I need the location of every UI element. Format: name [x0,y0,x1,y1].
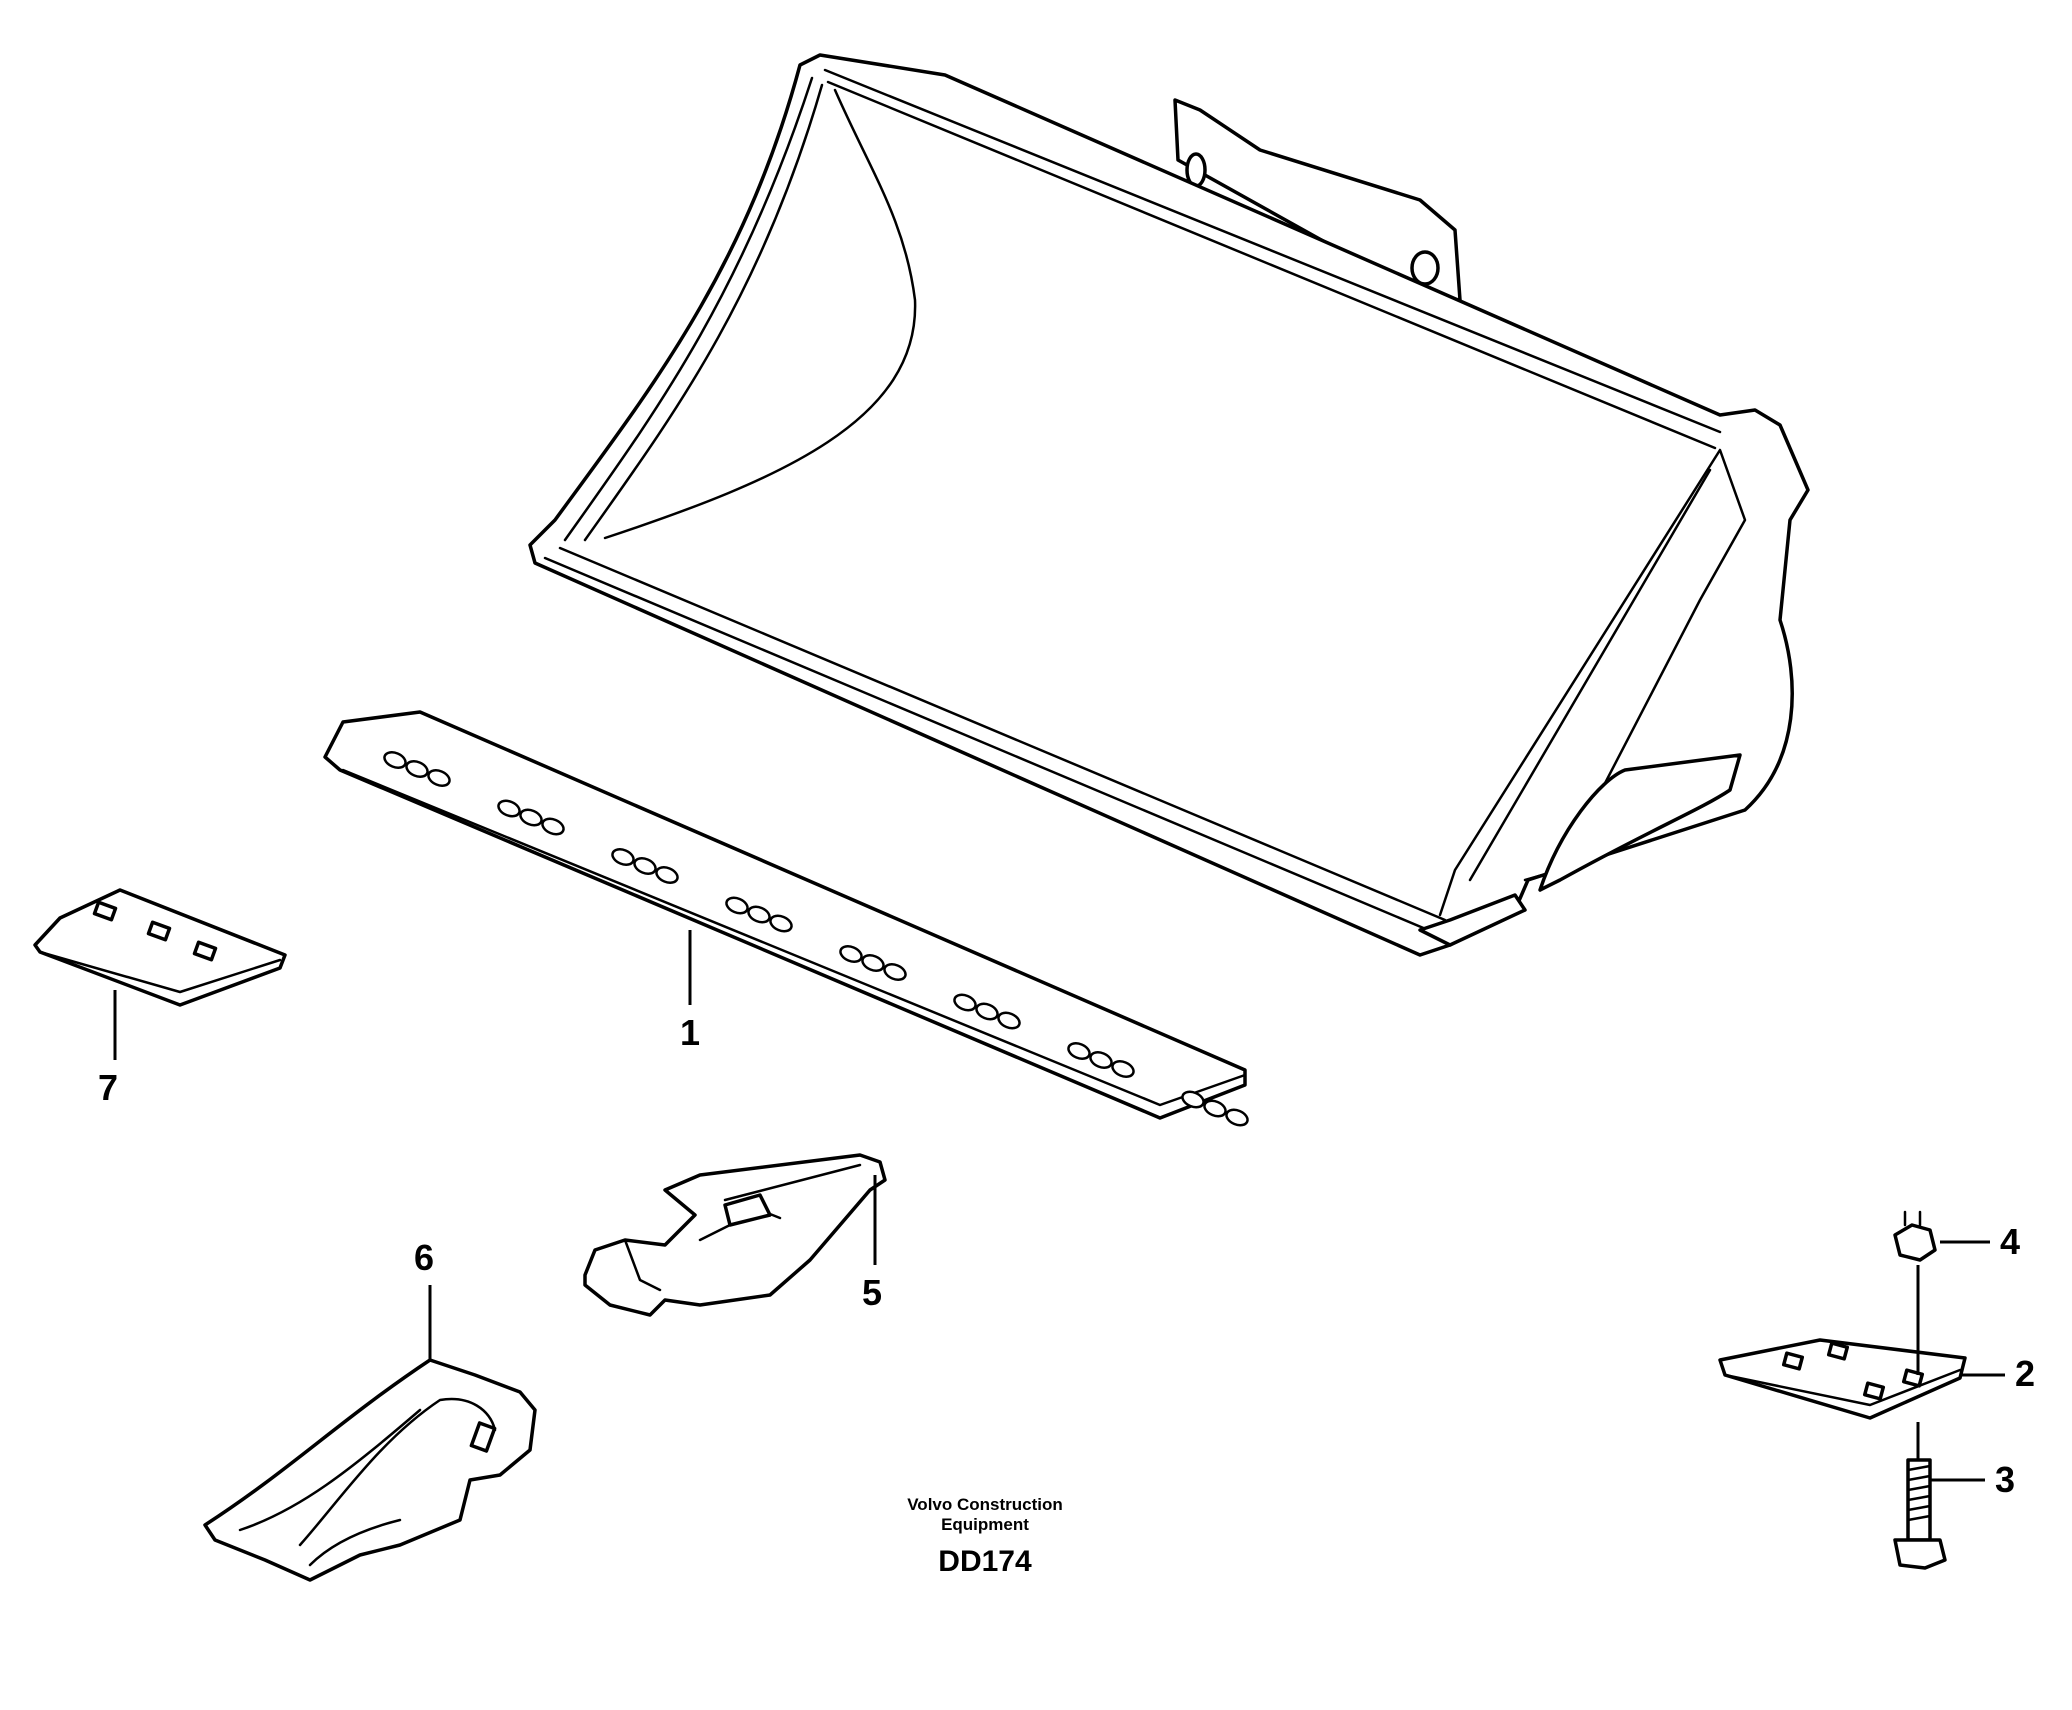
bucket [528,53,1810,957]
cutting-edge-holes [383,751,1249,1127]
bolt-hole [725,896,749,915]
bolt-hole [1181,1090,1205,1109]
callout-2: 2 [2015,1353,2036,1394]
bolt-hole [1067,1042,1091,1060]
drawing-code: DD174 [938,1545,1032,1578]
bolt-hole [839,945,863,963]
bolt-hole [1225,1108,1249,1127]
adapter [203,1358,537,1582]
bolt-hole [427,769,451,787]
tooth [583,1153,887,1317]
bolt-hole [1203,1099,1227,1118]
bolt-hole [655,866,679,884]
bolt-hole [747,905,771,924]
bolt-hole [861,954,885,972]
callout-6: 6 [414,1237,435,1278]
bolt-hole [975,1002,999,1021]
caption-maker-line2: Equipment [941,1515,1029,1534]
bolt-hole [541,817,565,836]
bolt-hole [405,760,429,778]
bolt-hole [633,857,657,875]
bolt-hole [1089,1051,1113,1069]
callout-5: 5 [862,1272,883,1313]
callout-1: 1 [680,1012,701,1053]
bolt-hole [883,963,907,981]
nut [1893,1210,1937,1262]
bolt-hole [497,799,521,818]
bolt [1893,1458,1947,1570]
leader-lines [113,930,2005,1482]
bolt-hole [997,1011,1021,1030]
bolt-hole [519,808,543,827]
callout-7: 7 [98,1067,119,1108]
bolt-hole [769,914,793,933]
bolt-hole [611,848,635,866]
clamp-plate [1718,1338,1967,1420]
bolt-hole [1111,1060,1135,1078]
bolt-hole [383,751,407,769]
caption-maker: Volvo Construction [907,1495,1063,1514]
callout-3: 3 [1995,1459,2016,1500]
bolt-hole [953,993,977,1012]
callout-4: 4 [2000,1221,2021,1262]
wear-plate [33,888,287,1007]
